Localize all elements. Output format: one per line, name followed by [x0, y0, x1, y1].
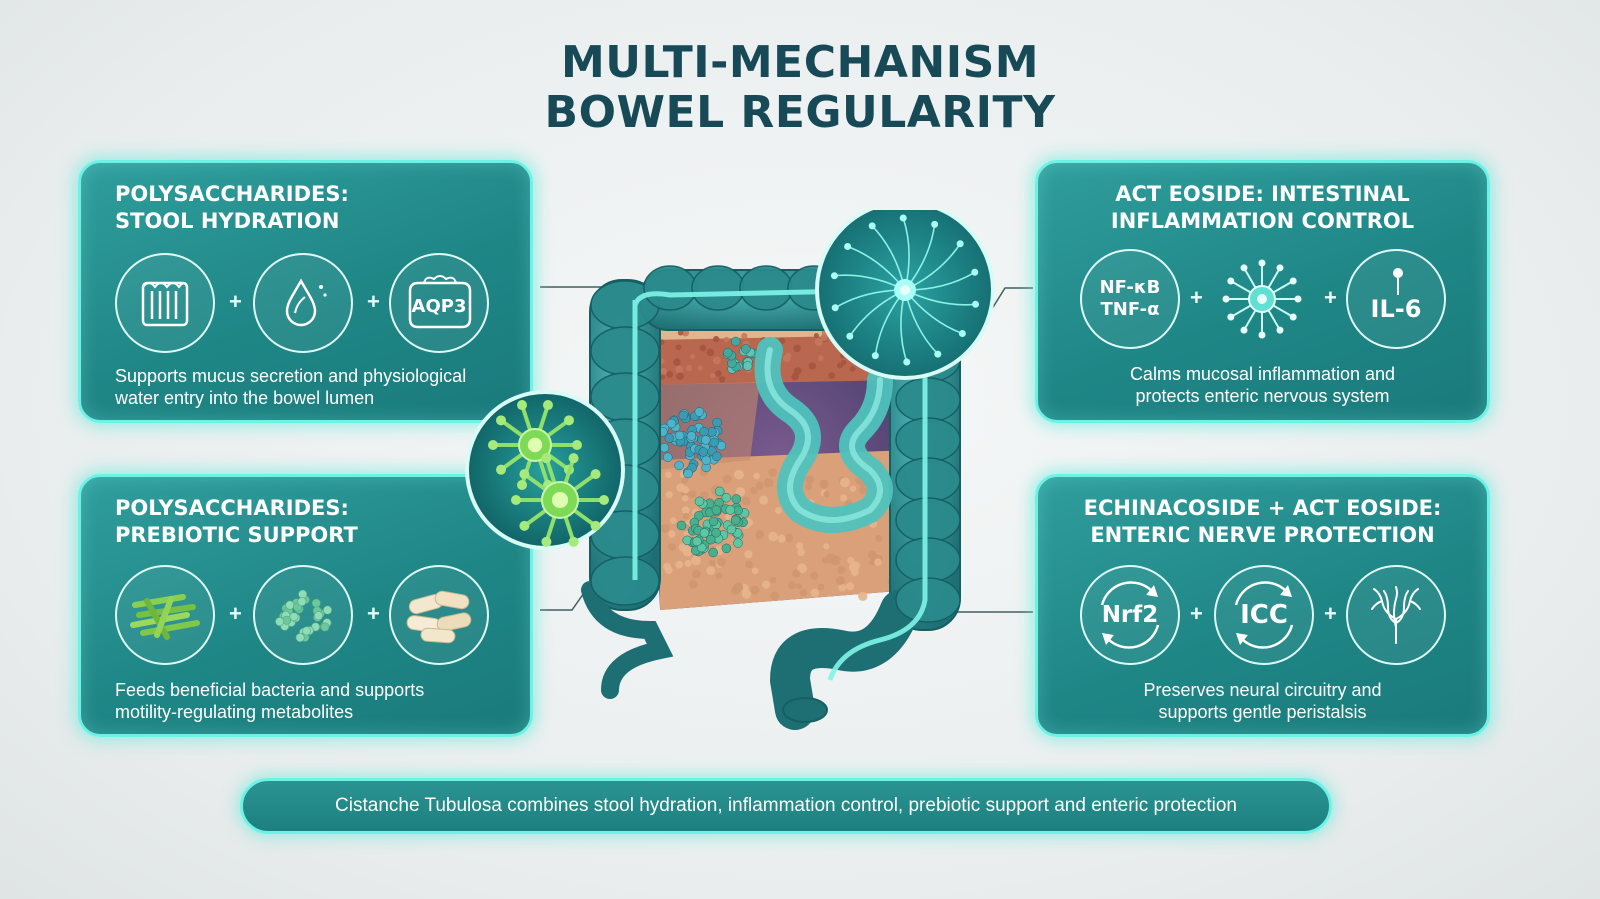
- panel-description: Preserves neural circuitry and supports …: [1143, 680, 1382, 722]
- plus-sign: +: [367, 289, 380, 314]
- icc-cycle-icon: ICC: [1214, 565, 1314, 665]
- panel-prebiotic-support: POLYSACCHARIDES: PREBIOTIC SUPPORT + +: [78, 474, 533, 737]
- panel-stool-hydration: POLYSACCHARIDES: STOOL HYDRATION + + AQP…: [78, 160, 533, 423]
- panel-title: POLYSACCHARIDES: STOOL HYDRATION: [115, 182, 349, 233]
- water-drop-icon: [253, 253, 353, 353]
- panel-description: Supports mucus secretion and physiologic…: [115, 366, 467, 408]
- neuron-magnifier: [815, 210, 995, 380]
- il6-molecule-icon: IL-6: [1346, 249, 1446, 349]
- panel-title: POLYSACCHARIDES: PREBIOTIC SUPPORT: [115, 496, 358, 547]
- panel-title: ECHINACOSIDE + ACT EOSIDE: ENTERIC NERVE…: [1083, 496, 1442, 547]
- plus-sign: +: [1190, 285, 1203, 310]
- plus-sign: +: [229, 601, 242, 626]
- immune-cell-magnifier: [465, 390, 625, 550]
- panel-enteric-nerve-protection: ECHINACOSIDE + ACT EOSIDE: ENTERIC NERVE…: [1035, 474, 1490, 737]
- green-fiber-icon: [115, 565, 215, 665]
- icc-label: ICC: [1240, 600, 1288, 630]
- neural-network-icon: [1346, 565, 1446, 665]
- bacteria-cluster-icon: [253, 565, 353, 665]
- plus-sign: +: [1190, 601, 1203, 626]
- bacteria-colony-green: [676, 486, 750, 558]
- summary-banner: Cistanche Tubulosa combines stool hydrat…: [240, 778, 1332, 834]
- immune-cell-icon: [1212, 249, 1312, 349]
- panel-inflammation-control: ACT EOSIDE: INTESTINAL INFLAMMATION CONT…: [1035, 160, 1490, 423]
- plus-sign: +: [1324, 601, 1337, 626]
- enteric-nerve-line: [632, 287, 928, 681]
- panel-description: Feeds beneficial bacteria and supports m…: [115, 680, 425, 722]
- title-line-1: MULTI-MECHANISM: [560, 37, 1040, 88]
- il6-label: IL-6: [1370, 295, 1422, 323]
- plus-sign: +: [367, 601, 380, 626]
- cytokine-label-icon: NF-κB TNF-α: [1080, 249, 1180, 349]
- title-line-2: BOWEL REGULARITY: [544, 87, 1056, 138]
- infographic-title: MULTI-MECHANISM BOWEL REGULARITY: [0, 38, 1600, 138]
- bacteria-colony-small: [723, 336, 758, 374]
- aqp3-channel-icon: AQP3: [389, 253, 489, 353]
- nfkb-label: NF-κB: [1099, 277, 1161, 298]
- probiotic-capsules-icon: [389, 565, 489, 665]
- panel-description: Calms mucosal inflammation and protects …: [1129, 364, 1396, 406]
- colon-illustration: [465, 210, 995, 730]
- plus-sign: +: [229, 289, 242, 314]
- panel-title: ACT EOSIDE: INTESTINAL INFLAMMATION CONT…: [1110, 182, 1415, 233]
- aqp3-label: AQP3: [411, 295, 467, 317]
- nrf2-label: Nrf2: [1101, 602, 1159, 628]
- nrf2-cycle-icon: Nrf2: [1080, 565, 1180, 665]
- tnfa-label: TNF-α: [1100, 299, 1160, 320]
- plus-sign: +: [1324, 285, 1337, 310]
- mucus-glands-icon: [115, 253, 215, 353]
